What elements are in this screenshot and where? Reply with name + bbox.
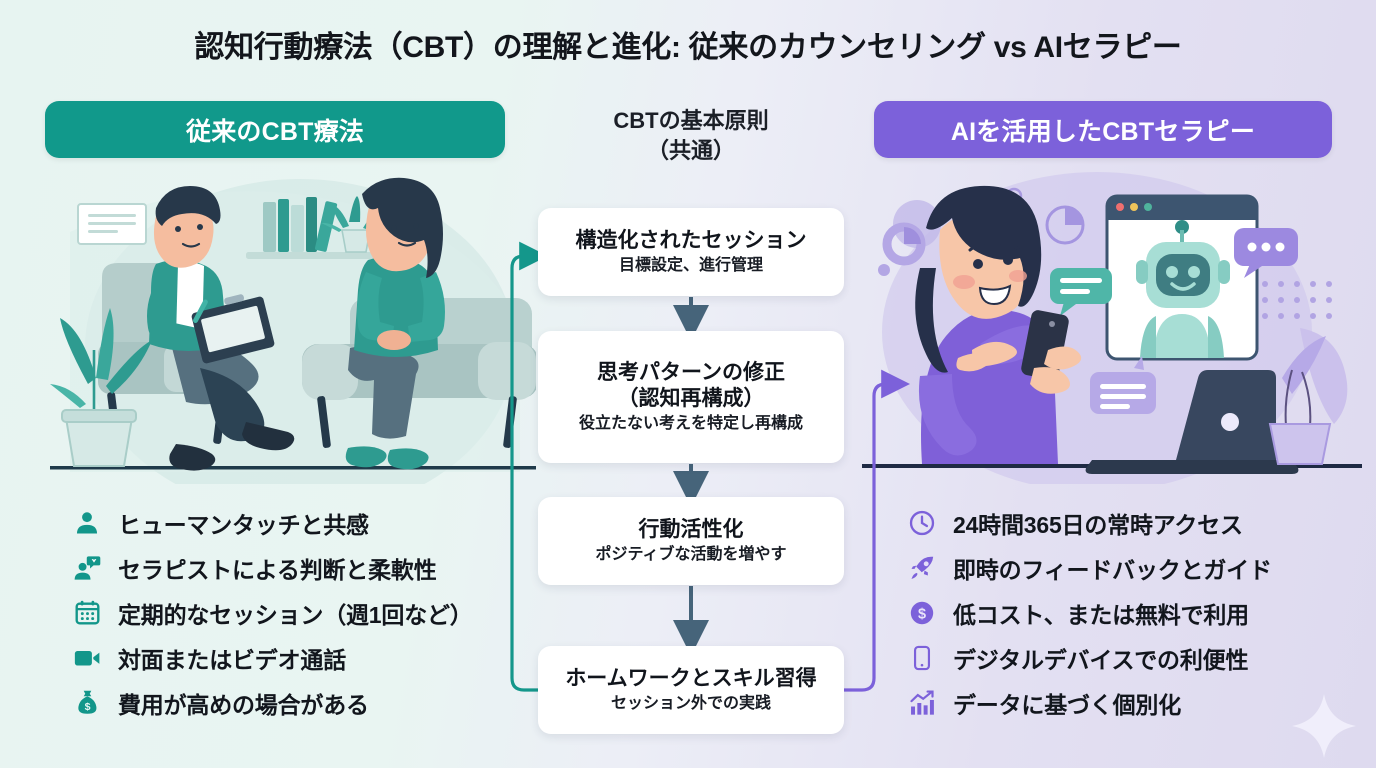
wall-frame-decor — [77, 203, 147, 245]
person-icon — [70, 506, 104, 540]
money-bag-icon: $ — [70, 686, 104, 720]
video-camera-icon — [70, 641, 104, 675]
flow-card-title: 構造化されたセッション — [575, 228, 807, 252]
flow-card-subtitle: 役立たない考えを特定し再構成 — [578, 414, 803, 432]
list-item: 即時のフィードバックとガイド — [905, 545, 1365, 590]
sparkle-decor — [1292, 694, 1356, 758]
dollar-circle-icon: $ — [905, 596, 939, 630]
chatbot-window — [1105, 194, 1259, 361]
flow-card-title: ホームワークとスキル習得 — [565, 666, 817, 690]
laptop — [1085, 370, 1299, 474]
chat-bubble-dots — [1234, 228, 1298, 278]
traditional-cbt-feature-list: ヒューマンタッチと共感 セラピストによる判断と柔軟性 — [70, 500, 540, 725]
person-speech-icon — [70, 551, 104, 585]
list-item: デジタルデバイスでの利便性 — [905, 635, 1365, 680]
center-heading-line1: CBTの基本原則 — [613, 108, 769, 133]
list-item: $ 費用が高めの場合がある — [70, 680, 540, 725]
list-item: 対面またはビデオ通話 — [70, 635, 540, 680]
therapist-figure — [147, 186, 295, 471]
calendar-icon — [70, 596, 104, 630]
list-item-label: セラピストによる判断と柔軟性 — [118, 556, 437, 583]
list-item-label: 対面またはビデオ通話 — [118, 646, 347, 673]
svg-text:$: $ — [918, 606, 926, 622]
chat-bubble-light — [1090, 356, 1156, 414]
rocket-icon — [905, 551, 939, 585]
flow-card-title-line2: （認知再構成） — [617, 386, 765, 410]
client-figure — [345, 177, 445, 470]
list-item: データに基づく個別化 — [905, 680, 1365, 725]
chat-bubble-teal — [1050, 268, 1112, 316]
smartphone-icon — [905, 641, 939, 675]
list-item-label: 24時間365日の常時アクセス — [953, 511, 1243, 538]
page-title: 認知行動療法（CBT）の理解と進化: 従来のカウンセリング vs AIセラピー — [194, 31, 1182, 64]
ai-cbt-feature-list: 24時間365日の常時アクセス 即時のフィードバックとガイド $ — [905, 500, 1365, 725]
flow-card-subtitle: 目標設定、進行管理 — [618, 257, 763, 275]
list-item: ヒューマンタッチと共感 — [70, 500, 540, 545]
list-item-label: 即時のフィードバックとガイド — [953, 556, 1272, 583]
clock-icon — [905, 506, 939, 540]
clipboard — [191, 294, 275, 364]
center-heading-line2: （共通） — [646, 138, 735, 164]
floor-plant-right — [1268, 328, 1348, 465]
flow-card-homework-skills[interactable]: ホームワークとスキル習得 セッション外での実践 — [538, 646, 844, 734]
center-column-heading: CBTの基本原則 （共通） — [530, 106, 852, 167]
bar-chart-icon — [905, 686, 939, 720]
list-item: 定期的なセッション（週1回など） — [70, 590, 540, 635]
flow-card-title-line1: 思考パターンの修正 — [597, 361, 785, 385]
ai-user-figure — [915, 185, 1082, 464]
dot-grid-decor — [1262, 281, 1332, 319]
list-item-label: 定期的なセッション（週1回など） — [118, 601, 473, 628]
donut-chart-decor — [882, 222, 926, 266]
flow-card-subtitle: ポジティブな活動を増やす — [595, 546, 787, 564]
flow-card-cognitive-restructuring[interactable]: 思考パターンの修正 （認知再構成） 役立たない考えを特定し再構成 — [538, 331, 844, 463]
list-item-label: 低コスト、または無料で利用 — [953, 601, 1249, 628]
list-item-label: データに基づく個別化 — [953, 691, 1182, 718]
svg-text:$: $ — [84, 701, 90, 713]
list-item-label: デジタルデバイスでの利便性 — [953, 646, 1249, 673]
shelf-decor — [246, 196, 386, 259]
badge-ai-cbt: AIを活用したCBTセラピー — [874, 101, 1332, 158]
list-item-label: 費用が高めの場合がある — [118, 691, 369, 718]
list-item: $ 低コスト、または無料で利用 — [905, 590, 1365, 635]
floor-plant-left — [50, 308, 152, 467]
illustration-ai-therapy — [862, 172, 1362, 484]
pie-chart-decor — [1045, 205, 1085, 245]
flow-card-subtitle: セッション外での実践 — [610, 695, 771, 713]
illustration-traditional-therapy — [50, 177, 536, 484]
flow-card-structured-session[interactable]: 構造化されたセッション 目標設定、進行管理 — [538, 208, 844, 296]
flow-card-title: 行動活性化 — [638, 517, 744, 541]
list-item: セラピストによる判断と柔軟性 — [70, 545, 540, 590]
badge-traditional-cbt: 従来のCBT療法 — [45, 101, 505, 158]
list-item: 24時間365日の常時アクセス — [905, 500, 1365, 545]
flow-card-behavioral-activation[interactable]: 行動活性化 ポジティブな活動を増やす — [538, 497, 844, 585]
list-item-label: ヒューマンタッチと共感 — [118, 511, 369, 538]
